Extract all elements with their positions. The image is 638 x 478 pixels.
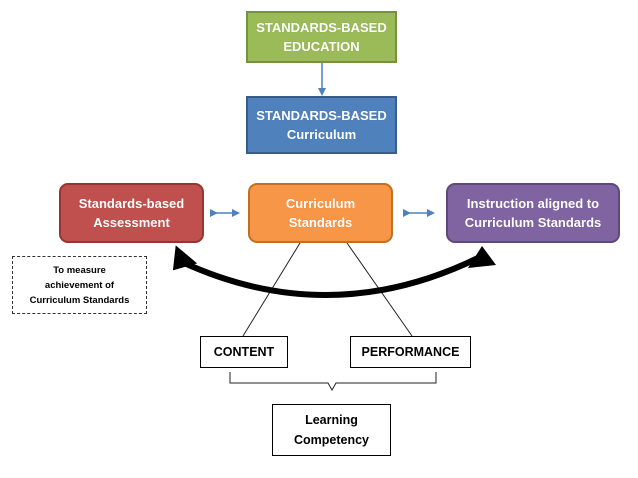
content-box: CONTENT — [200, 336, 288, 368]
brace-content-performance — [229, 372, 437, 392]
performance-box: PERFORMANCE — [350, 336, 471, 368]
standards-based-assessment-box: Standards-based Assessment — [59, 183, 204, 243]
assessment-note-box: To measure achievement of Curriculum Sta… — [12, 256, 147, 314]
learning-competency-box: Learning Competency — [272, 404, 391, 456]
standards-based-education-box: STANDARDS-BASED EDUCATION — [246, 11, 397, 63]
curriculum-standards-box: Curriculum Standards — [248, 183, 393, 243]
standards-based-curriculum-box: STANDARDS-BASED Curriculum — [246, 96, 397, 154]
instruction-aligned-box: Instruction aligned to Curriculum Standa… — [446, 183, 620, 243]
curved-double-arrow — [172, 245, 496, 298]
